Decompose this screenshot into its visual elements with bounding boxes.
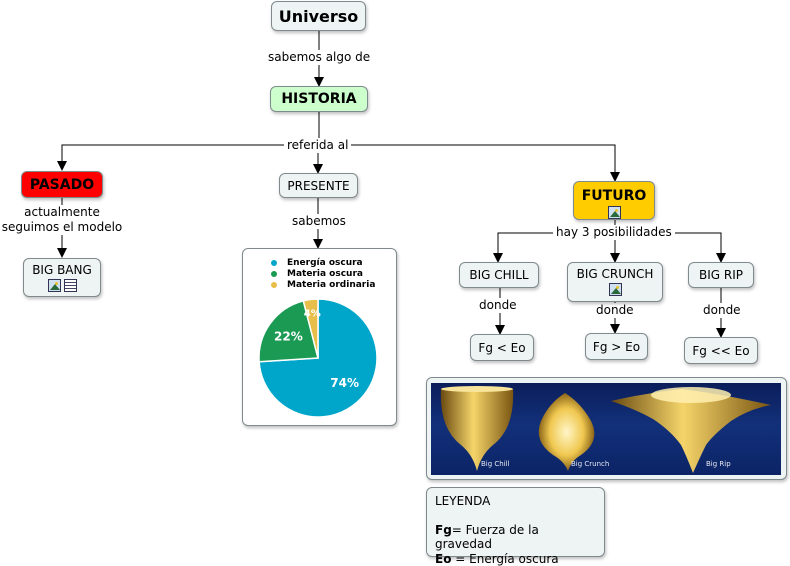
big-rip-shape: [611, 389, 771, 473]
document-attachment-icon[interactable]: [63, 279, 77, 292]
legend-label: Energía oscura: [287, 258, 363, 268]
pie-data-label: 22%: [274, 329, 303, 343]
pie-chart: 74% 22%4%: [258, 298, 378, 418]
node-fg-llt-eo[interactable]: Fg << Eo: [684, 337, 758, 364]
node-fg-lt-eo-label: Fg < Eo: [478, 340, 526, 355]
link-label-donde-rip: donde: [700, 303, 744, 318]
image-attachment-icon[interactable]: [608, 283, 622, 296]
image-panel: Big Chill Big Crunch Big Rip: [426, 377, 787, 480]
legend-swatch: [271, 271, 277, 277]
link-label-actualmente: actualmente seguimos el modelo: [0, 205, 124, 235]
legend-eo-term: Eo: [435, 552, 452, 566]
link-label-hay-3-posibilidades: hay 3 posibilidades: [553, 225, 675, 240]
pie-data-label: 4%: [304, 308, 321, 319]
link-label-donde-chill: donde: [476, 298, 520, 313]
pie-data-label: 74%: [330, 376, 359, 390]
node-fg-gt-eo[interactable]: Fg > Eo: [585, 333, 648, 360]
caption-big-rip: Big Rip: [706, 460, 731, 468]
legend-swatch: [271, 282, 277, 288]
node-big-crunch[interactable]: BIG CRUNCH: [567, 262, 663, 302]
pie-slice-materia-ordinaria: [302, 298, 319, 359]
legend-box: LEYENDA Fg= Fuerza de la gravedad Eo = E…: [426, 487, 605, 566]
big-chill-shape: [440, 389, 514, 471]
link-label-actualmente-line1: actualmente: [24, 205, 100, 219]
node-universo-label: Universo: [278, 6, 359, 26]
legend-swatch: [271, 260, 277, 266]
node-fg-lt-eo[interactable]: Fg < Eo: [470, 334, 534, 361]
node-big-bang-label: BIG BANG: [32, 263, 92, 277]
link-label-sabemos-algo-de: sabemos algo de: [265, 50, 374, 65]
node-historia[interactable]: HISTORIA: [270, 86, 368, 112]
node-futuro-label: FUTURO: [581, 188, 647, 204]
node-presente[interactable]: PRESENTE: [279, 173, 358, 198]
node-big-chill-label: BIG CHILL: [469, 268, 529, 282]
pie-slice-materia-oscura: [258, 299, 319, 363]
universe-fate-image: Big Chill Big Crunch Big Rip: [431, 383, 781, 475]
legend-fg-term: Fg: [435, 523, 452, 537]
legend-title: LEYENDA: [435, 494, 491, 508]
caption-big-crunch: Big Crunch: [571, 460, 610, 468]
image-attachment-icon[interactable]: [607, 206, 621, 219]
node-big-bang[interactable]: BIG BANG: [23, 258, 101, 297]
node-fg-gt-eo-label: Fg > Eo: [592, 339, 641, 354]
legend-item-energia-oscura: Energía oscura: [271, 258, 363, 268]
universe-shapes: [440, 386, 771, 473]
node-universo[interactable]: Universo: [271, 1, 366, 31]
legend-eo-definition: = Energía oscura: [451, 552, 559, 566]
pie-chart-panel: Energía oscura Materia oscura Materia or…: [242, 248, 397, 426]
node-pasado-label: PASADO: [29, 176, 95, 193]
image-attachment-icon[interactable]: [47, 279, 61, 292]
legend-item-materia-oscura: Materia oscura: [271, 269, 363, 279]
node-big-rip[interactable]: BIG RIP: [688, 262, 754, 288]
legend-label: Materia ordinaria: [287, 280, 376, 290]
caption-big-chill: Big Chill: [481, 460, 510, 468]
legend-item-materia-ordinaria: Materia ordinaria: [271, 280, 375, 290]
node-big-chill[interactable]: BIG CHILL: [459, 262, 539, 288]
big-crunch-shape: [538, 393, 595, 471]
link-label-donde-crunch: donde: [593, 303, 637, 318]
node-futuro[interactable]: FUTURO: [573, 181, 655, 220]
node-fg-llt-eo-label: Fg << Eo: [692, 343, 750, 358]
node-historia-label: HISTORIA: [281, 91, 357, 107]
legend-fg-row: Fg= Fuerza de la gravedad: [435, 523, 596, 551]
legend-eo-row: Eo = Energía oscura: [435, 552, 596, 566]
legend-fg-definition: = Fuerza de la gravedad: [435, 523, 539, 551]
node-pasado[interactable]: PASADO: [21, 171, 103, 198]
link-label-sabemos: sabemos: [289, 214, 349, 229]
node-big-crunch-label: BIG CRUNCH: [576, 267, 654, 281]
node-big-rip-label: BIG RIP: [699, 268, 743, 282]
link-label-referida-al: referida al: [284, 138, 352, 153]
link-label-actualmente-line2: seguimos el modelo: [1, 220, 123, 234]
node-presente-label: PRESENTE: [287, 178, 350, 193]
legend-label: Materia oscura: [287, 269, 363, 279]
